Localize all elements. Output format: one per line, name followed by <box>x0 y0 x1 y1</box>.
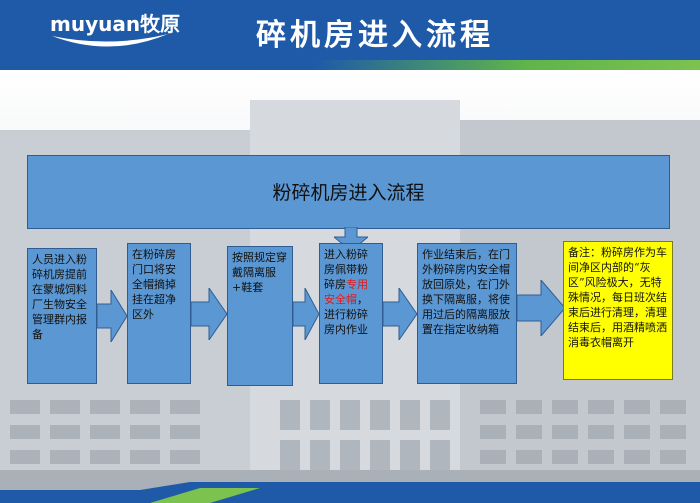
step-box-5: 作业结束后，在门外粉碎房内安全帽放回原处，在门外换下隔离服，将使用过后的隔离服放… <box>417 243 517 384</box>
logo-text: muyuan牧原 <box>50 12 181 36</box>
step-text-4a: 进入粉碎房佩带粉碎房 <box>324 248 368 291</box>
page-title: 碎机房进入流程 <box>256 18 494 53</box>
header-bar <box>0 0 700 68</box>
right-arrow-4 <box>383 288 417 340</box>
step-text-4-highlight: 专用安全帽 <box>324 278 368 306</box>
step-box-3: 按照规定穿戴隔离服+鞋套 <box>227 246 293 386</box>
right-arrow-2 <box>191 288 227 340</box>
step-box-4: 进入粉碎房佩带粉碎房专用安全帽，进行粉碎房内作业 <box>319 243 383 384</box>
step-text-2: 在粉碎房门口将安全帽摘掉挂在超净区外 <box>132 248 176 321</box>
step-box-1: 人员进入粉碎机房提前在蒙城饲料厂生物安全管理群内报备 <box>27 248 97 384</box>
note-text: 备注：粉碎房作为车间净区内部的“灰区”风险极大，无特殊情况，每日班次结束后进行清… <box>568 246 667 349</box>
step-text-4b: ，进行粉碎房内作业 <box>324 293 368 336</box>
header-accent-stripe <box>0 60 700 70</box>
step-text-1: 人员进入粉碎机房提前在蒙城饲料厂生物安全管理群内报备 <box>32 253 87 341</box>
company-logo: muyuan牧原 <box>50 8 200 54</box>
right-arrow-5 <box>517 280 565 336</box>
flow-title-box: 粉碎机房进入流程 <box>27 155 670 229</box>
step-box-2: 在粉碎房门口将安全帽摘掉挂在超净区外 <box>127 243 191 384</box>
right-arrow-1 <box>97 290 127 342</box>
right-arrow-3 <box>293 288 319 340</box>
logo-swoosh-icon <box>52 34 168 47</box>
flow-title: 粉碎机房进入流程 <box>272 182 425 204</box>
step-text-5: 作业结束后，在门外粉碎房内安全帽放回原处，在门外换下隔离服，将使用过后的隔离服放… <box>422 248 510 336</box>
step-text-3: 按照规定穿戴隔离服+鞋套 <box>232 251 287 294</box>
note-box: 备注：粉碎房作为车间净区内部的“灰区”风险极大，无特殊情况，每日班次结束后进行清… <box>563 241 673 380</box>
footer-strip <box>0 482 700 503</box>
